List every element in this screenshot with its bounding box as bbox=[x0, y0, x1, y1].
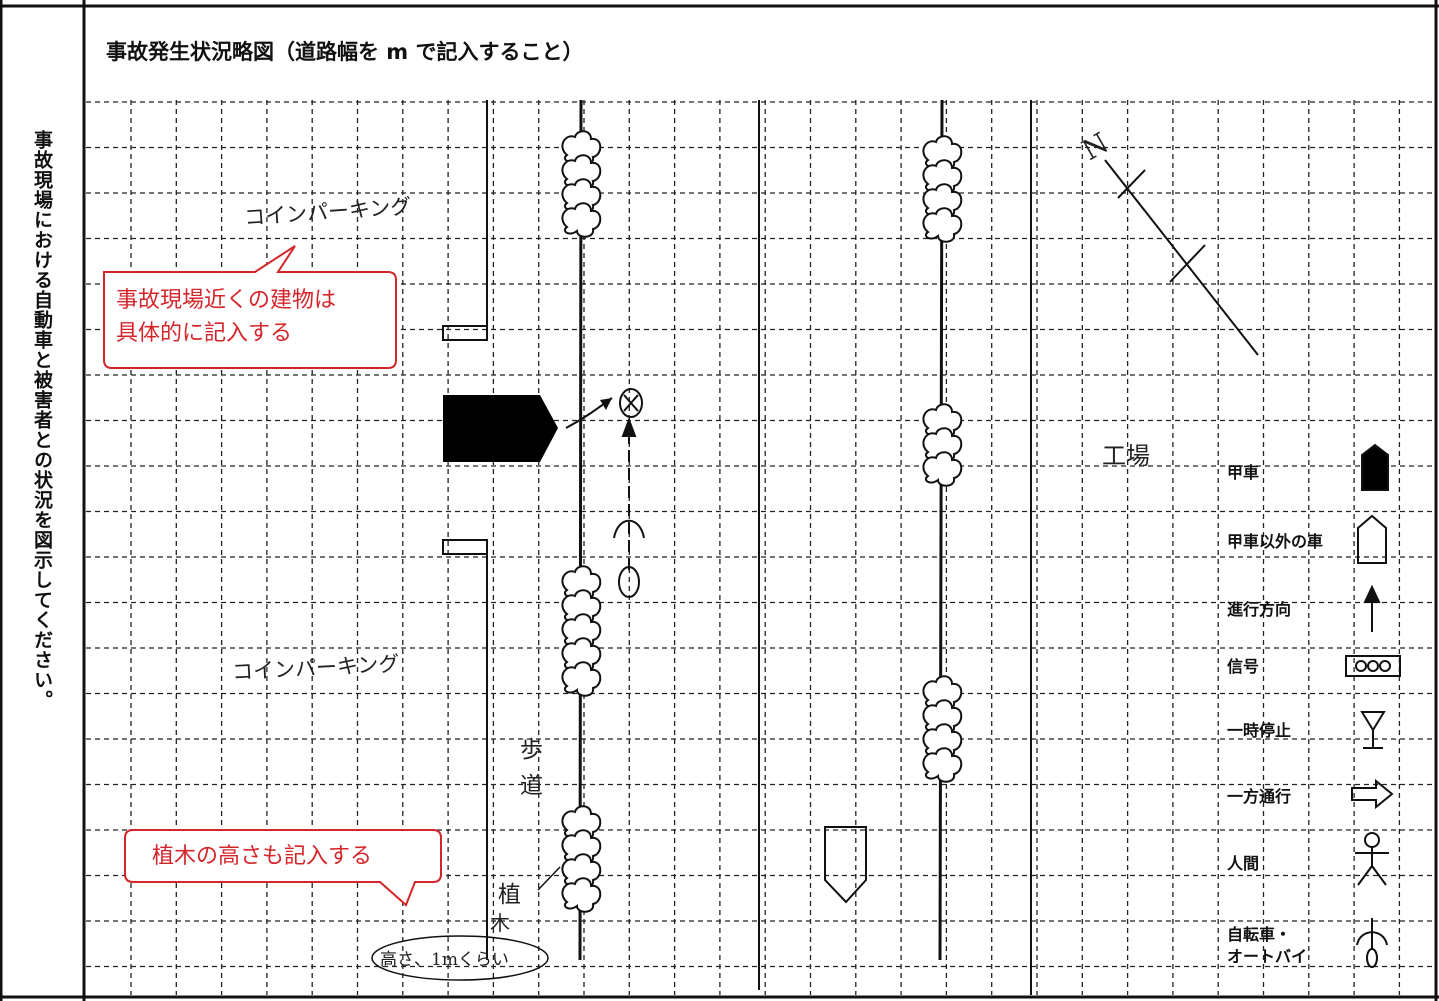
tree-bush bbox=[922, 207, 963, 243]
bicycle-path bbox=[613, 417, 645, 598]
callout-buildings-text: 事故現場近くの建物は 具体的に記入する bbox=[116, 284, 336, 350]
tree-bush bbox=[561, 877, 602, 913]
side-instruction-label: 事故現場における自動車と被害者との状況を図示してください。 bbox=[31, 130, 53, 710]
callout-buildings-line1: 事故現場近くの建物は bbox=[116, 288, 337, 313]
callout-tree-height-line1: 植木の高さも記入する bbox=[152, 844, 373, 869]
legend-icons bbox=[1345, 443, 1401, 968]
callout-buildings-line2: 具体的に記入する bbox=[116, 321, 293, 346]
legend-label-other-vehicle: 甲車以外の車 bbox=[1227, 532, 1324, 551]
legend-label-person: 人間 bbox=[1227, 854, 1260, 873]
legend-label-vehicle-a: 甲車 bbox=[1227, 463, 1260, 482]
tree-bush bbox=[561, 661, 602, 697]
legend-label-bicycle-line1: 自転車・ bbox=[1227, 925, 1292, 944]
legend-label-direction: 進行方向 bbox=[1227, 600, 1292, 619]
other-vehicle bbox=[824, 826, 867, 904]
sidewalk-label-1: 歩 bbox=[520, 737, 543, 763]
collision-mark bbox=[619, 388, 643, 418]
legend-label-bicycle-line2: オートバイ bbox=[1227, 947, 1308, 966]
signal-icon bbox=[1345, 655, 1401, 677]
outline-car-icon bbox=[1357, 514, 1387, 564]
legend-label-signal: 信号 bbox=[1227, 657, 1260, 676]
one-way-arrow-icon bbox=[1351, 778, 1394, 810]
factory-label: 工場 bbox=[1102, 442, 1150, 470]
legend-label-bicycle: 自転車・ オートバイ bbox=[1227, 924, 1307, 968]
vehicle-a bbox=[443, 395, 558, 462]
height-note: 高さ、1mくらい bbox=[380, 950, 509, 970]
arrow-up-icon bbox=[1363, 584, 1381, 632]
person-icon bbox=[1355, 832, 1389, 886]
planting-label-1: 植 bbox=[498, 882, 521, 908]
stop-sign-icon bbox=[1360, 711, 1386, 749]
callout-tree-height-box bbox=[124, 829, 442, 907]
callout-buildings-box bbox=[103, 245, 397, 369]
diagram-title: 事故発生状況略図（道路幅を m で記入すること） bbox=[106, 40, 584, 64]
height-note-oval bbox=[371, 935, 549, 981]
planting-label-2: 木 bbox=[490, 911, 510, 935]
filled-car-icon bbox=[1361, 443, 1389, 491]
callout-tree-height-text: 植木の高さも記入する bbox=[152, 840, 372, 873]
trees bbox=[561, 130, 963, 913]
road-lines bbox=[442, 99, 1032, 995]
legend-label-one-way: 一方通行 bbox=[1227, 787, 1292, 806]
legend-label-stop: 一時停止 bbox=[1227, 721, 1292, 740]
tree-bush bbox=[922, 747, 963, 783]
bicycle-icon bbox=[1356, 918, 1388, 968]
tree-bush bbox=[561, 202, 602, 238]
sidewalk-label-2: 道 bbox=[520, 773, 543, 799]
tree-bush bbox=[922, 451, 963, 487]
north-arrow bbox=[1104, 159, 1259, 356]
